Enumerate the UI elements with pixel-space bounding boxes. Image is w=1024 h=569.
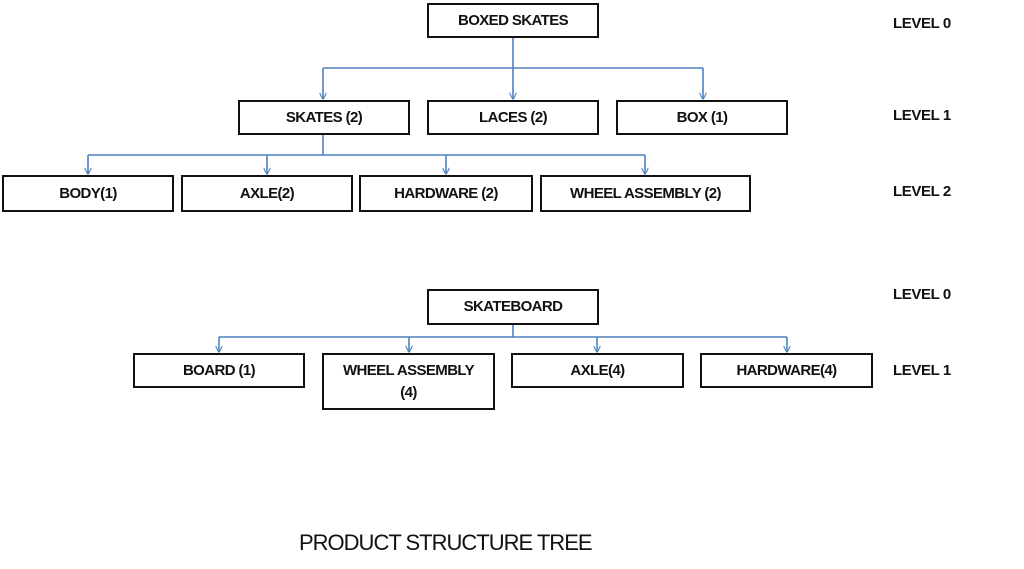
node-laces: LACES (2) [427, 100, 599, 135]
level-label-tree1-2: LEVEL 2 [893, 183, 951, 200]
node-body: BODY(1) [2, 175, 174, 212]
level-label-tree2-1: LEVEL 1 [893, 362, 951, 379]
node-skates: SKATES (2) [238, 100, 410, 135]
node-wheel-assembly: WHEEL ASSEMBLY (2) [540, 175, 751, 212]
level-label-tree1-0: LEVEL 0 [893, 15, 951, 32]
node-hardware-4: HARDWARE(4) [700, 353, 873, 388]
node-board: BOARD (1) [133, 353, 305, 388]
node-axle: AXLE(2) [181, 175, 353, 212]
node-axle-4: AXLE(4) [511, 353, 684, 388]
node-boxed-skates: BOXED SKATES [427, 3, 599, 38]
node-hardware: HARDWARE (2) [359, 175, 533, 212]
diagram-caption: PRODUCT STRUCTURE TREE [299, 530, 593, 555]
level-label-tree1-1: LEVEL 1 [893, 107, 951, 124]
node-wheel-assembly-4: WHEEL ASSEMBLY (4) [322, 353, 495, 410]
node-box: BOX (1) [616, 100, 788, 135]
node-skateboard: SKATEBOARD [427, 289, 599, 325]
level-label-tree2-0: LEVEL 0 [893, 286, 951, 303]
